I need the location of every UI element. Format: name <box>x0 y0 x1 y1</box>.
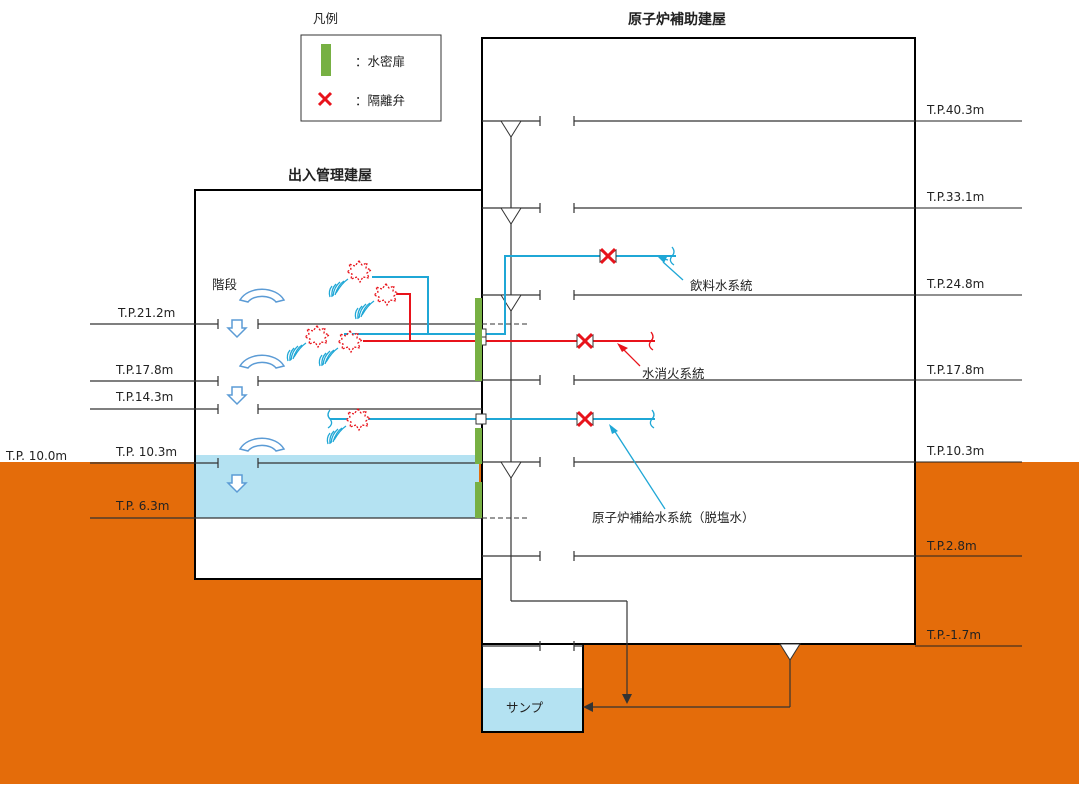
watertight-door-icon <box>475 428 482 464</box>
sump-water <box>483 688 582 731</box>
legend-valve-label: ：隔離弁 <box>355 93 405 108</box>
stairs-label: 階段 <box>212 277 237 292</box>
fire-water-label: 水消火系統 <box>642 366 705 381</box>
watertight-door-icon <box>475 298 482 381</box>
level-left-21-2: T.P.21.2m <box>117 306 175 320</box>
drain-pipe <box>510 127 791 708</box>
legend-title: 凡例 <box>313 11 338 26</box>
watertight-door-icon <box>321 44 331 76</box>
sump-label: サンプ <box>506 700 544 715</box>
isolation-valve-icon <box>317 91 333 107</box>
level-left-14-3: T.P.14.3m <box>115 390 173 404</box>
access-building-title: 出入管理建屋 <box>288 167 372 184</box>
fire-water-pipe <box>363 293 655 342</box>
legend-door-label: ：水密扉 <box>355 54 405 69</box>
makeup-water-label: 原子炉補給水系統（脱塩水） <box>592 510 755 525</box>
level-right-17-8: T.P.17.8m <box>926 363 984 377</box>
access-floors <box>90 319 482 519</box>
aux-floors <box>482 116 915 651</box>
access-control-building-lower <box>195 518 482 579</box>
auxiliary-building-title: 原子炉補助建屋 <box>628 11 726 28</box>
right-level-lines <box>915 120 1022 647</box>
level-right-33-1: T.P.33.1m <box>926 190 984 204</box>
level-right-2-8: T.P.2.8m <box>926 539 977 553</box>
level-right-40-3: T.P.40.3m <box>926 103 984 117</box>
stairs-arrow-icon <box>239 288 285 452</box>
pipe-break-icon <box>286 260 399 445</box>
watertight-door-icon <box>475 482 482 518</box>
level-right-minus-1-7: T.P.-1.7m <box>926 628 981 642</box>
level-left-6-3: T.P. 6.3m <box>115 499 170 513</box>
ground-level-label: T.P. 10.0m <box>5 449 67 463</box>
level-left-17-8: T.P.17.8m <box>115 363 173 377</box>
potable-water-pipe <box>330 255 676 420</box>
level-left-10-3: T.P. 10.3m <box>115 445 177 459</box>
level-right-10-3: T.P.10.3m <box>926 444 984 458</box>
potable-water-label: 飲料水系統 <box>690 278 753 293</box>
level-right-24-8: T.P.24.8m <box>926 277 984 291</box>
